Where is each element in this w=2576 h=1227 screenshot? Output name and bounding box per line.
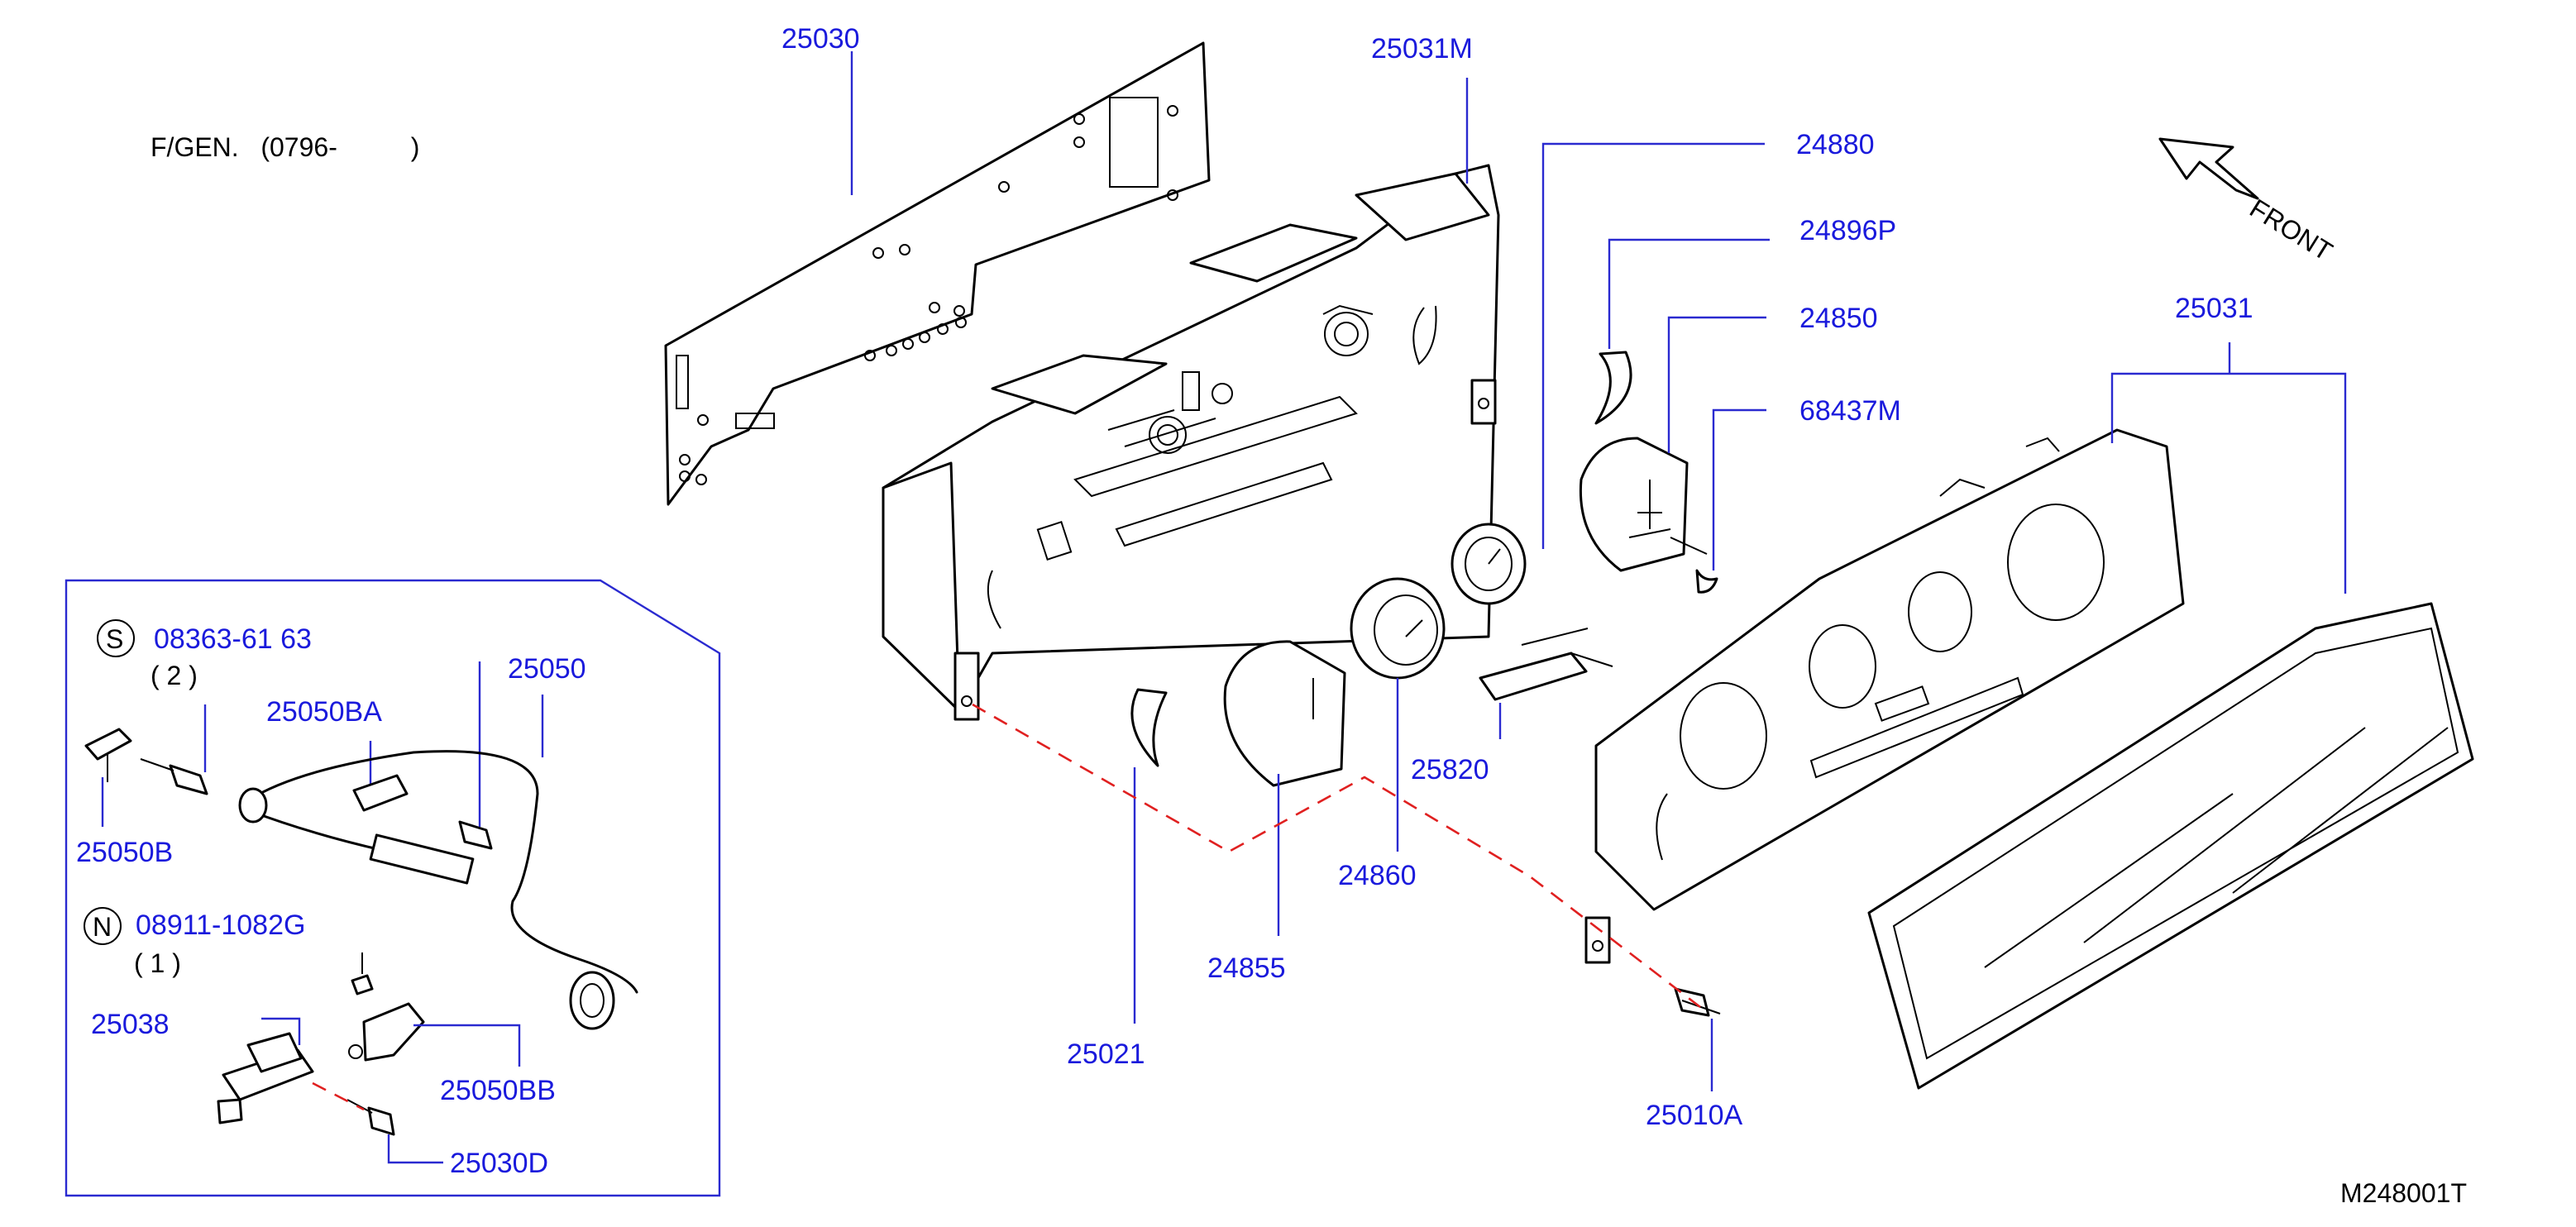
front-arrow-icon (2158, 137, 2259, 200)
callout-68437M: 68437M (1799, 395, 1901, 427)
callout-24880: 24880 (1796, 129, 1875, 160)
bracket-25050B (84, 728, 132, 782)
symbol-n: N (93, 912, 112, 942)
screw-25030D (346, 1099, 395, 1136)
callout-25050BB: 25050BB (440, 1075, 556, 1106)
callout-24896P: 24896P (1799, 215, 1896, 246)
callout-25010A: 25010A (1646, 1100, 1743, 1131)
callout-25030D: 25030D (450, 1148, 548, 1179)
screw-s-symbol (97, 619, 135, 657)
nut-n-qty: ( 1 ) (134, 948, 181, 978)
screw-s-left (140, 758, 208, 795)
callout-24850: 24850 (1799, 303, 1878, 334)
instrument-mask-25031 (1584, 428, 2185, 964)
callout-25820: 25820 (1411, 754, 1489, 785)
nut-n-symbol (84, 907, 122, 945)
model-note: F/GEN. (0796- ) (151, 132, 419, 162)
instrument-glass (1867, 602, 2474, 1090)
screw-s-qty: ( 2 ) (151, 661, 198, 690)
figure-code: M248001T (2340, 1178, 2467, 1208)
bulb-68437M (1695, 569, 1718, 594)
callout-24855: 24855 (1207, 952, 1286, 984)
speedometer-cable-25050 (238, 750, 638, 1030)
connector-25820 (1479, 628, 1613, 701)
callout-25031M: 25031M (1371, 33, 1473, 64)
warning-lens-24896P (1594, 351, 1632, 425)
lens-25021 (1130, 688, 1168, 767)
nut-n-code: 08911-1082G (136, 910, 305, 941)
gauge-24855 (1223, 640, 1346, 787)
symbol-s: S (106, 624, 123, 654)
callout-25038: 25038 (91, 1009, 170, 1040)
callout-25031: 25031 (2175, 293, 2253, 324)
screw-s-right (458, 820, 493, 850)
front-label: FRONT (2244, 193, 2338, 266)
printed-circuit-board-25030 (664, 41, 1211, 506)
instrument-case-25031M (882, 164, 1500, 721)
screw-s-code: 08363-61 63 (154, 623, 312, 655)
sensor-25038 (217, 1032, 314, 1124)
callout-24860: 24860 (1338, 860, 1417, 891)
nut-n (351, 952, 374, 995)
clip-25050BA (352, 774, 409, 812)
callout-25030: 25030 (781, 23, 860, 55)
screw-25010A (1674, 987, 1721, 1017)
callout-25050: 25050 (508, 653, 586, 685)
gauge-24860 (1350, 577, 1446, 680)
bracket-25050BB (348, 1002, 425, 1062)
callout-25021: 25021 (1067, 1038, 1145, 1070)
callout-25050BA: 25050BA (266, 696, 382, 728)
gauge-24880 (1450, 523, 1527, 605)
callout-25050B: 25050B (76, 837, 173, 868)
inset-panel (65, 579, 721, 1197)
gauge-24850 (1579, 437, 1708, 572)
